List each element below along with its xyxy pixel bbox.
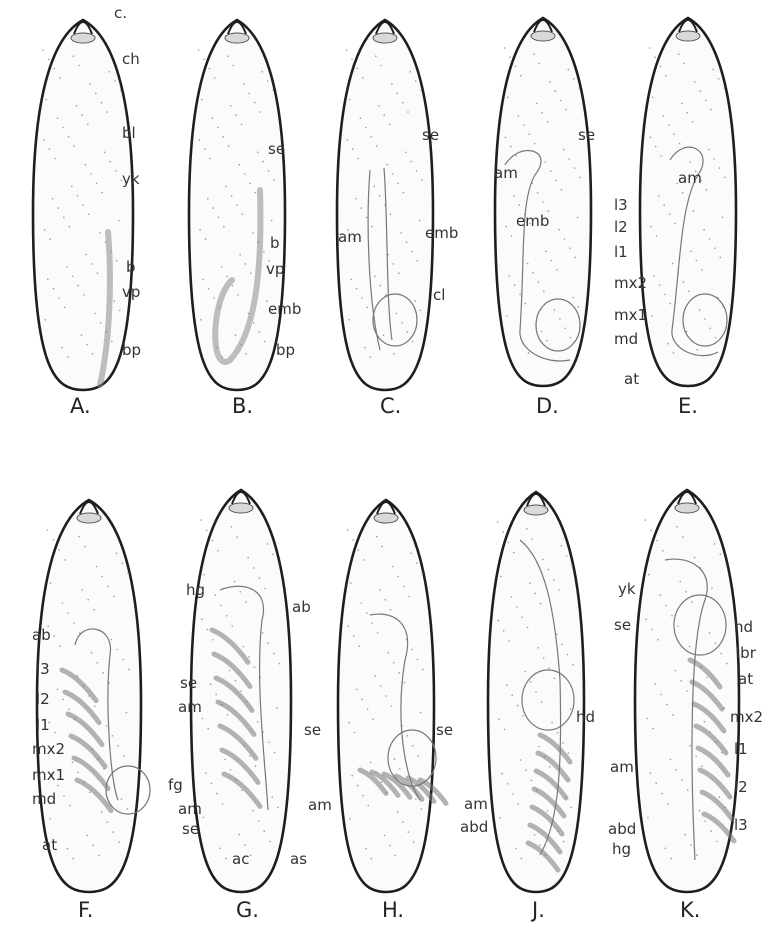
- label-f-md: md: [32, 792, 56, 807]
- label-g-am2: am: [178, 802, 202, 817]
- label-g-ac: ac: [232, 852, 249, 867]
- label-k-at: at: [738, 672, 753, 687]
- label-d-se: se: [578, 128, 595, 143]
- cap-cells-c: [373, 33, 397, 43]
- label-e-at: at: [624, 372, 639, 387]
- label-k-l2: l2: [734, 780, 748, 795]
- caption-f: F.: [78, 900, 93, 921]
- label-k-l3: l3: [734, 818, 748, 833]
- label-a-yk: yk: [122, 172, 140, 187]
- label-a-bp: bp: [122, 343, 141, 358]
- label-k-se: se: [614, 618, 631, 633]
- label-d-am: am: [494, 166, 518, 181]
- label-e-l1: l1: [614, 245, 628, 260]
- label-d-emb: emb: [516, 214, 549, 229]
- cap-cells-e: [676, 31, 700, 41]
- label-e-mx2: mx2: [614, 276, 647, 291]
- label-f-mx2: mx2: [32, 742, 65, 757]
- label-g-as: as: [290, 852, 307, 867]
- label-b-bp: bp: [276, 343, 295, 358]
- label-f-at: at: [42, 838, 57, 853]
- label-a-b: b: [126, 260, 136, 275]
- label-f-fg: fg: [168, 778, 183, 793]
- label-f-ab: ab: [32, 628, 51, 643]
- label-g-hg: hg: [186, 583, 205, 598]
- label-f-l3: l3: [36, 662, 50, 677]
- caption-g: G.: [236, 900, 259, 921]
- label-b-vp: vp: [266, 262, 284, 277]
- cap-cells-j: [524, 505, 548, 515]
- label-g-se: se: [180, 676, 197, 691]
- label-a-c: c.: [114, 6, 127, 21]
- cap-cells-k: [675, 503, 699, 513]
- label-b-se: se: [268, 142, 285, 157]
- label-j-am: am: [464, 797, 488, 812]
- label-e-l3: l3: [614, 198, 628, 213]
- caption-c: C.: [380, 396, 401, 417]
- label-j-hd: hd: [576, 710, 595, 725]
- label-a-ch: ch: [122, 52, 140, 67]
- caption-j: J.: [532, 900, 545, 921]
- label-e-md: md: [614, 332, 638, 347]
- cap-cells-a: [71, 33, 95, 43]
- label-b-b: b: [270, 236, 280, 251]
- cap-cells-h: [374, 513, 398, 523]
- label-c-emb: emb: [425, 226, 458, 241]
- label-k-lbr: lbr: [736, 646, 756, 661]
- label-f-l1: l1: [36, 718, 50, 733]
- label-k-l1: l1: [734, 742, 748, 757]
- caption-b: B.: [232, 396, 253, 417]
- caption-a: A.: [70, 396, 91, 417]
- label-f-l2: l2: [36, 692, 50, 707]
- label-a-bl: bl: [122, 126, 136, 141]
- cap-cells-b: [225, 33, 249, 43]
- caption-d: D.: [536, 396, 559, 417]
- label-j-abd: abd: [460, 820, 488, 835]
- label-h-se: se: [304, 723, 321, 738]
- label-k-am: am: [610, 760, 634, 775]
- caption-e: E.: [678, 396, 698, 417]
- label-e-am: am: [678, 171, 702, 186]
- label-e-l2: l2: [614, 220, 628, 235]
- label-f-mx1: mx1: [32, 768, 65, 783]
- label-g-se2: se: [182, 822, 199, 837]
- label-k-hg: hg: [612, 842, 631, 857]
- label-c-am: am: [338, 230, 362, 245]
- label-c-se: se: [422, 128, 439, 143]
- label-h-se2: se: [436, 723, 453, 738]
- label-k-mx2: mx2: [730, 710, 763, 725]
- label-c-cl: cl: [433, 288, 445, 303]
- label-h-am: am: [308, 798, 332, 813]
- label-k-hd: hd: [734, 620, 753, 635]
- label-e-mx1: mx1: [614, 308, 647, 323]
- cap-cells-d: [531, 31, 555, 41]
- label-g-am: am: [178, 700, 202, 715]
- cap-cells-g: [229, 503, 253, 513]
- label-g-ab: ab: [292, 600, 311, 615]
- label-k-yk: yk: [618, 582, 636, 597]
- label-a-vp: vp: [122, 285, 140, 300]
- cap-cells-f: [77, 513, 101, 523]
- label-b-emb: emb: [268, 302, 301, 317]
- caption-k: K.: [680, 900, 700, 921]
- label-k-abd: abd: [608, 822, 636, 837]
- caption-h: H.: [382, 900, 404, 921]
